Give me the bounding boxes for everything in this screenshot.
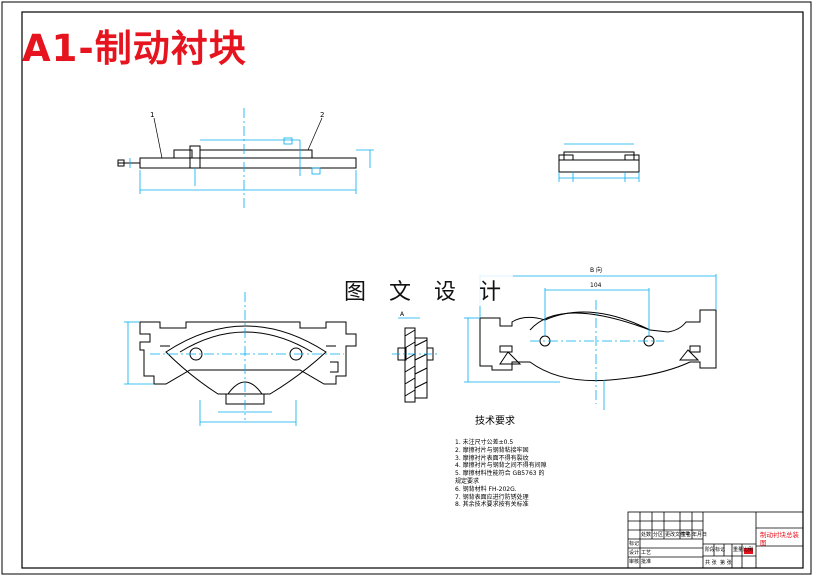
backing-plate	[139, 157, 357, 169]
tech-req-item: 规定要求	[455, 477, 480, 485]
tb-cell: 工艺	[641, 550, 652, 556]
side-view-dims	[558, 143, 640, 182]
tech-req-item: 2. 摩擦衬片与钢背粘接牢固	[455, 446, 529, 454]
side-view	[558, 151, 640, 173]
tech-req-item: 8. 其余技术要求按有关标准	[455, 501, 529, 509]
tb-cell: 年月日	[692, 532, 708, 538]
tb-cell: 审核	[629, 559, 640, 565]
watermark-text: 图 文 设 计	[340, 274, 513, 306]
balloon-2: 2	[320, 111, 324, 119]
plan-view-dims	[124, 292, 344, 426]
tb-cell: 第 张	[720, 560, 732, 566]
b-view-label: B 向	[590, 266, 602, 274]
tb-cell: 设计	[629, 550, 640, 556]
tech-req-item: 3. 摩擦衬片表面不得有裂纹	[455, 454, 529, 462]
front-view	[117, 145, 357, 169]
front-view-dims	[129, 108, 374, 210]
tb-cell: 阶段标记	[705, 547, 726, 553]
b-view-dims	[464, 274, 717, 410]
tb-cell: 共 张	[705, 560, 717, 566]
backing-plate-outline	[139, 321, 357, 385]
left-boss	[173, 149, 193, 159]
tb-cell: 标记	[629, 541, 640, 547]
friction-pad-outline	[165, 325, 327, 395]
title-block	[627, 511, 804, 569]
tech-req-item: 5. 摩擦材料性能符合 GB5763 的	[455, 470, 545, 478]
tb-cell: 比例	[743, 547, 754, 553]
part-name: 制动衬块总装图	[760, 531, 799, 547]
b-view	[479, 309, 717, 382]
tech-req-item: 7. 钢背表面应进行防锈处理	[455, 493, 529, 501]
tb-cell: 签名	[681, 532, 692, 538]
title-block-red-mark	[744, 548, 753, 554]
tech-req-item: 1. 未注尺寸公差±0.5	[455, 439, 514, 446]
tech-req-item: 4. 摩擦衬片与钢背之间不得有间隙	[455, 462, 547, 470]
technical-requirements: 技术要求 1. 未注尺寸公差±0.5 2. 摩擦衬片与钢背粘接牢固 3. 摩擦衬…	[455, 412, 625, 509]
plan-view	[139, 321, 357, 405]
tb-cell: 批准	[641, 559, 652, 565]
tech-req-item: 6. 钢背材料 FH-202G.	[455, 485, 517, 493]
tb-cell: 分区	[653, 532, 664, 538]
friction-pad	[199, 149, 313, 159]
section-a	[397, 327, 434, 403]
dim-hole-spacing: 104	[590, 282, 602, 289]
b-view-outline	[479, 309, 717, 382]
balloon-1: 1	[150, 111, 154, 119]
tb-cell: 处数	[641, 532, 652, 538]
front-view-leaders	[153, 117, 323, 159]
tb-cell: 重量	[733, 547, 744, 553]
tech-req-heading: 技术要求	[475, 416, 515, 427]
inner-border	[21, 11, 804, 569]
section-label: A	[400, 311, 405, 318]
tb-cell: 更改文件号	[665, 532, 691, 538]
drawing-title: A1-制动衬块	[22, 27, 247, 70]
